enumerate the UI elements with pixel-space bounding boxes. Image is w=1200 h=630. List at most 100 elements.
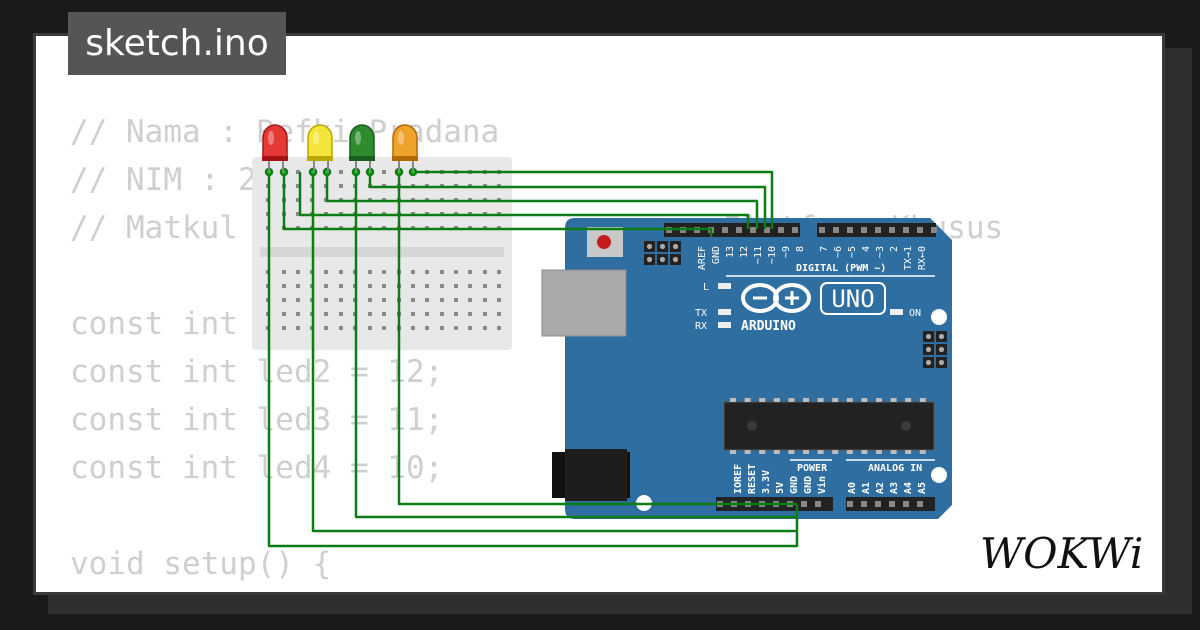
breadboard-hole[interactable] <box>339 170 343 174</box>
breadboard-hole[interactable] <box>425 270 429 274</box>
digital-pin[interactable] <box>750 227 756 233</box>
power-pin[interactable] <box>917 501 923 507</box>
breadboard-hole[interactable] <box>339 312 343 316</box>
breadboard-hole[interactable] <box>454 312 458 316</box>
breadboard-hole[interactable] <box>497 326 501 330</box>
power-pin[interactable] <box>815 501 821 507</box>
breadboard-hole[interactable] <box>339 270 343 274</box>
breadboard-hole[interactable] <box>483 298 487 302</box>
breadboard-hole[interactable] <box>497 284 501 288</box>
breadboard-hole[interactable] <box>296 184 300 188</box>
breadboard-hole[interactable] <box>411 270 415 274</box>
breadboard-hole[interactable] <box>440 326 444 330</box>
breadboard-hole[interactable] <box>425 284 429 288</box>
breadboard-hole[interactable] <box>468 326 472 330</box>
breadboard-hole[interactable] <box>440 270 444 274</box>
breadboard-hole[interactable] <box>411 284 415 288</box>
digital-pin[interactable] <box>889 227 895 233</box>
breadboard-hole[interactable] <box>468 270 472 274</box>
breadboard-hole[interactable] <box>497 270 501 274</box>
breadboard-hole[interactable] <box>282 312 286 316</box>
breadboard-hole[interactable] <box>483 270 487 274</box>
power-pin[interactable] <box>889 501 895 507</box>
breadboard-hole[interactable] <box>324 270 328 274</box>
power-pin[interactable] <box>847 501 853 507</box>
breadboard-hole[interactable] <box>411 298 415 302</box>
power-pin[interactable] <box>903 501 909 507</box>
breadboard-hole[interactable] <box>411 326 415 330</box>
reset-button[interactable] <box>587 227 623 257</box>
digital-pin[interactable] <box>917 227 923 233</box>
power-pin[interactable] <box>801 501 807 507</box>
breadboard-hole[interactable] <box>483 326 487 330</box>
breadboard-hole[interactable] <box>296 284 300 288</box>
breadboard-hole[interactable] <box>454 326 458 330</box>
breadboard-hole[interactable] <box>296 326 300 330</box>
breadboard-hole[interactable] <box>324 312 328 316</box>
breadboard-hole[interactable] <box>368 284 372 288</box>
breadboard-hole[interactable] <box>454 270 458 274</box>
digital-pin[interactable] <box>778 227 784 233</box>
breadboard-hole[interactable] <box>382 326 386 330</box>
breadboard-hole[interactable] <box>324 284 328 288</box>
breadboard-hole[interactable] <box>440 312 444 316</box>
digital-pin[interactable] <box>722 227 728 233</box>
digital-pin[interactable] <box>903 227 909 233</box>
breadboard-hole[interactable] <box>468 312 472 316</box>
breadboard-hole[interactable] <box>296 170 300 174</box>
breadboard-hole[interactable] <box>296 198 300 202</box>
breadboard-hole[interactable] <box>339 326 343 330</box>
breadboard-hole[interactable] <box>425 298 429 302</box>
breadboard-hole[interactable] <box>296 298 300 302</box>
digital-pin[interactable] <box>847 227 853 233</box>
digital-pin[interactable] <box>861 227 867 233</box>
breadboard-hole[interactable] <box>382 284 386 288</box>
digital-pin[interactable] <box>764 227 770 233</box>
breadboard-hole[interactable] <box>368 326 372 330</box>
breadboard-hole[interactable] <box>296 312 300 316</box>
breadboard-hole[interactable] <box>282 284 286 288</box>
breadboard-hole[interactable] <box>382 270 386 274</box>
breadboard-hole[interactable] <box>368 312 372 316</box>
power-pin[interactable] <box>875 501 881 507</box>
breadboard-hole[interactable] <box>296 212 300 216</box>
breadboard-hole[interactable] <box>382 170 386 174</box>
breadboard-hole[interactable] <box>282 298 286 302</box>
breadboard-hole[interactable] <box>382 298 386 302</box>
breadboard-hole[interactable] <box>339 298 343 302</box>
breadboard-hole[interactable] <box>324 298 328 302</box>
digital-pin[interactable] <box>792 227 798 233</box>
led-red-icon[interactable] <box>262 124 288 172</box>
breadboard-hole[interactable] <box>296 270 300 274</box>
led-orange-icon[interactable] <box>392 124 418 172</box>
breadboard-hole[interactable] <box>411 312 415 316</box>
led-green-icon[interactable] <box>349 124 375 172</box>
breadboard-hole[interactable] <box>497 298 501 302</box>
digital-pin[interactable] <box>736 227 742 233</box>
breadboard-hole[interactable] <box>497 312 501 316</box>
digital-pin[interactable] <box>833 227 839 233</box>
breadboard-hole[interactable] <box>425 312 429 316</box>
breadboard-hole[interactable] <box>368 270 372 274</box>
breadboard-hole[interactable] <box>324 326 328 330</box>
breadboard-hole[interactable] <box>339 284 343 288</box>
breadboard-hole[interactable] <box>454 284 458 288</box>
breadboard-hole[interactable] <box>454 298 458 302</box>
breadboard-hole[interactable] <box>483 312 487 316</box>
breadboard-hole[interactable] <box>468 298 472 302</box>
breadboard-hole[interactable] <box>382 312 386 316</box>
digital-pin[interactable] <box>931 227 937 233</box>
breadboard-hole[interactable] <box>483 284 487 288</box>
breadboard-hole[interactable] <box>282 270 286 274</box>
led-yellow-icon[interactable] <box>307 124 333 172</box>
breadboard-hole[interactable] <box>368 298 372 302</box>
breadboard-hole[interactable] <box>440 284 444 288</box>
breadboard-hole[interactable] <box>282 326 286 330</box>
breadboard-hole[interactable] <box>339 184 343 188</box>
power-pin[interactable] <box>861 501 867 507</box>
breadboard-hole[interactable] <box>425 326 429 330</box>
digital-pin[interactable] <box>875 227 881 233</box>
digital-pin[interactable] <box>819 227 825 233</box>
